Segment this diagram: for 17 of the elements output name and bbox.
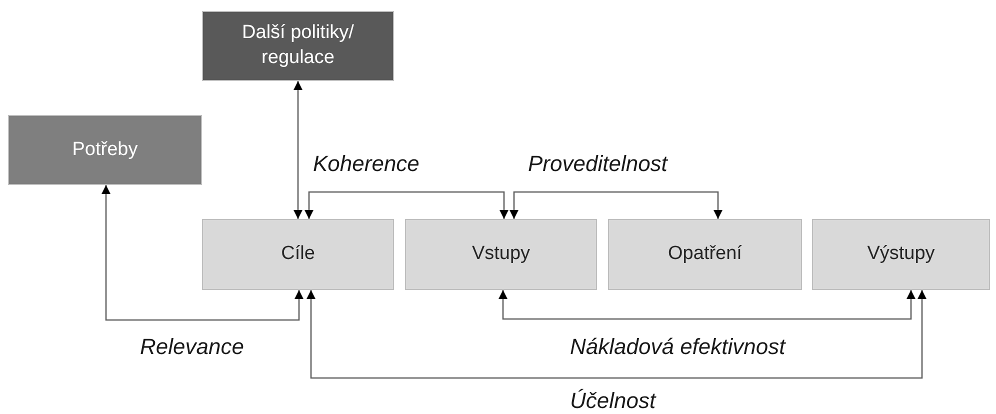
edge-label: Koherence	[313, 151, 420, 177]
process-box: Další politiky/ regulace	[202, 11, 394, 81]
process-box: Výstupy	[812, 219, 990, 290]
connector-arrow	[304, 191, 508, 219]
process-box: Cíle	[202, 219, 394, 290]
process-box: Potřeby	[8, 115, 202, 185]
edge-label: Relevance	[140, 334, 244, 360]
edge-label: Proveditelnost	[528, 151, 668, 177]
connector-arrow	[306, 290, 926, 379]
edge-label: Účelnost	[570, 388, 656, 414]
connector-arrow	[498, 290, 916, 320]
connector-arrow	[294, 81, 302, 219]
edge-label: Nákladová efektivnost	[570, 334, 786, 360]
connector-arrow	[102, 185, 304, 321]
process-box: Opatření	[608, 219, 802, 290]
connector-arrow	[510, 191, 722, 219]
process-box: Vstupy	[405, 219, 597, 290]
